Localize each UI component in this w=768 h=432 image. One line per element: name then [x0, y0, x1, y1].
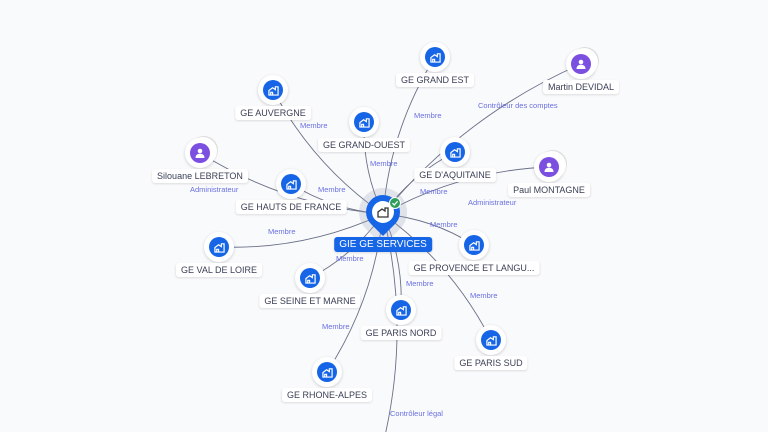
node-label[interactable]: GE D'AQUITAINE	[414, 168, 496, 182]
building-icon	[372, 201, 394, 223]
node-label[interactable]: Silouane LEBRETON	[152, 169, 248, 183]
node-paris-nord[interactable]	[386, 295, 416, 325]
edge-label: Contrôleur légal	[390, 409, 443, 418]
node-label[interactable]: GE PARIS SUD	[454, 356, 528, 370]
building-icon	[425, 47, 445, 67]
edge-label: Contrôleur des comptes	[478, 101, 558, 110]
building-icon	[354, 112, 374, 132]
node-silouane[interactable]	[185, 138, 215, 168]
node-label[interactable]: GE SEINE ET MARNE	[259, 294, 361, 308]
edge-label: Membre	[414, 111, 442, 120]
building-icon	[300, 268, 320, 288]
node-martin[interactable]	[566, 49, 596, 79]
edge-label: Membre	[322, 322, 350, 331]
node-label[interactable]: GE RHONE-ALPES	[281, 388, 373, 402]
edge-label: Membre	[470, 291, 498, 300]
node-aquitaine[interactable]	[440, 137, 470, 167]
building-icon	[445, 142, 465, 162]
edge-label: Membre	[300, 121, 328, 130]
node-rhone-alpes[interactable]	[312, 357, 342, 387]
node-paul[interactable]	[534, 152, 564, 182]
edge-label: Membre	[406, 279, 434, 288]
node-paris-sud[interactable]	[476, 325, 506, 355]
building-icon	[317, 362, 337, 382]
building-icon	[464, 235, 484, 255]
edge-label: Administrateur	[468, 198, 517, 207]
check-icon	[389, 197, 401, 209]
node-label[interactable]: GE GRAND EST	[395, 73, 475, 87]
node-hauts-de-france[interactable]	[276, 169, 306, 199]
node-label[interactable]: GE AUVERGNE	[235, 106, 311, 120]
center-node[interactable]	[358, 187, 408, 237]
person-icon	[571, 54, 591, 74]
node-label[interactable]: Paul MONTAGNE	[508, 183, 590, 197]
person-icon	[539, 157, 559, 177]
node-seine-et-marne[interactable]	[295, 263, 325, 293]
edge-label: Membre	[268, 227, 296, 236]
building-icon	[481, 330, 501, 350]
node-grand-est[interactable]	[420, 42, 450, 72]
edge-label: Membre	[370, 159, 398, 168]
building-icon	[209, 237, 229, 257]
edge-label: Administrateur	[190, 185, 239, 194]
node-label[interactable]: GE HAUTS DE FRANCE	[235, 200, 347, 214]
edge-label: Membre	[420, 187, 448, 196]
edge-label: Membre	[430, 220, 458, 229]
node-grand-ouest[interactable]	[349, 107, 379, 137]
edge-martin	[382, 63, 582, 215]
person-icon	[190, 143, 210, 163]
building-icon	[263, 80, 283, 100]
node-label[interactable]: GE PARIS NORD	[360, 326, 442, 340]
edge-label: Membre	[336, 254, 364, 263]
building-icon	[281, 174, 301, 194]
center-label[interactable]: GIE GE SERVICES	[334, 237, 432, 252]
node-val-de-loire[interactable]	[204, 232, 234, 262]
node-label[interactable]: GE GRAND-OUEST	[317, 138, 411, 152]
edge-val-de-loire	[218, 213, 384, 248]
node-label[interactable]: Martin DEVIDAL	[542, 80, 620, 94]
building-icon	[391, 300, 411, 320]
node-label[interactable]: GE VAL DE LOIRE	[175, 263, 263, 277]
node-label[interactable]: GE PROVENCE ET LANGU...	[408, 261, 540, 275]
node-auvergne[interactable]	[258, 75, 288, 105]
node-provence[interactable]	[459, 230, 489, 260]
edge-label: Membre	[318, 185, 346, 194]
